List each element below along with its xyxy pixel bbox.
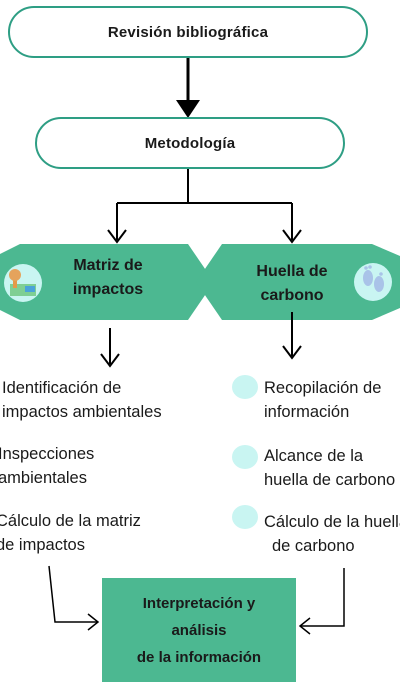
- matrix-branch-shape: [0, 244, 214, 320]
- methodology-step-label: Metodología: [144, 134, 236, 152]
- arrow-matrix-down: [100, 328, 120, 368]
- methodology-step: Metodología: [35, 117, 345, 169]
- arrow-right-to-final: [298, 568, 345, 635]
- final-line1: Interpretación y: [142, 594, 256, 612]
- list-item: Cálculo de la huella de carbono: [264, 513, 400, 555]
- arrow-review-to-methodology: [176, 58, 200, 118]
- carbon-branch-shape: [196, 244, 400, 320]
- matrix-branch-title: Matriz de impactos: [48, 254, 168, 302]
- arrow-left-to-final: [48, 565, 100, 631]
- bullet-icon: [232, 505, 258, 529]
- review-step: Revisión bibliográfica: [8, 6, 368, 58]
- final-line3: de la información: [136, 648, 262, 666]
- matrix-title-line2: impactos: [72, 281, 144, 298]
- list-item: Inspecciones ambientales: [0, 445, 95, 487]
- bullet-icon: [232, 375, 258, 399]
- carbon-branch-title: Huella de carbono: [232, 260, 352, 308]
- split-connector: [107, 169, 302, 244]
- list-item: Cálculo de la matriz de impactos: [0, 512, 141, 554]
- review-step-label: Revisión bibliográfica: [107, 23, 269, 41]
- landscape-icon: [4, 264, 42, 302]
- arrow-carbon-down: [282, 312, 302, 360]
- list-item: Recopilación de información: [264, 379, 382, 421]
- carbon-title-line2: carbono: [260, 287, 324, 304]
- final-step: Interpretación y análisis de la informac…: [102, 578, 296, 682]
- matrix-title-line1: Matriz de: [73, 257, 143, 274]
- final-line2: análisis: [171, 621, 227, 639]
- carbon-title-line1: Huella de: [256, 263, 328, 280]
- bullet-icon: [232, 445, 258, 469]
- list-item: Alcance de la huella de carbono: [264, 447, 396, 489]
- footprint-icon: [354, 263, 392, 301]
- list-item: Identificación de impactos ambientales: [2, 379, 162, 421]
